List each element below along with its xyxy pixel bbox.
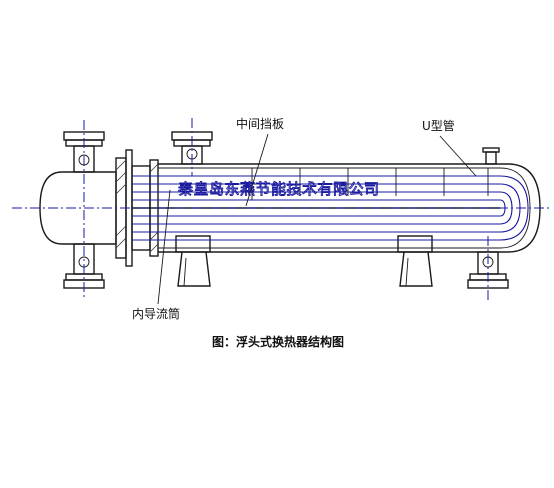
figure-caption: 图：浮头式换热器结构图 bbox=[212, 334, 344, 349]
tube-bundle bbox=[132, 175, 529, 241]
label-u-tube: U型管 bbox=[422, 118, 477, 177]
centerlines bbox=[12, 118, 550, 302]
label-inner-guide-tube: 内导流筒 bbox=[132, 189, 180, 321]
saddle-support-left bbox=[175, 235, 211, 287]
label-middle-baffle-text: 中间挡板 bbox=[236, 116, 284, 131]
vent-nozzle bbox=[482, 147, 500, 165]
saddle-support-right bbox=[397, 235, 433, 287]
label-inner-guide-tube-text: 内导流筒 bbox=[132, 306, 180, 321]
flange-hatching bbox=[115, 159, 159, 253]
watermark-text: 秦皇岛东燕节能技术有限公司 bbox=[178, 180, 380, 198]
label-middle-baffle: 中间挡板 bbox=[236, 116, 284, 207]
label-u-tube-text: U型管 bbox=[422, 118, 455, 133]
